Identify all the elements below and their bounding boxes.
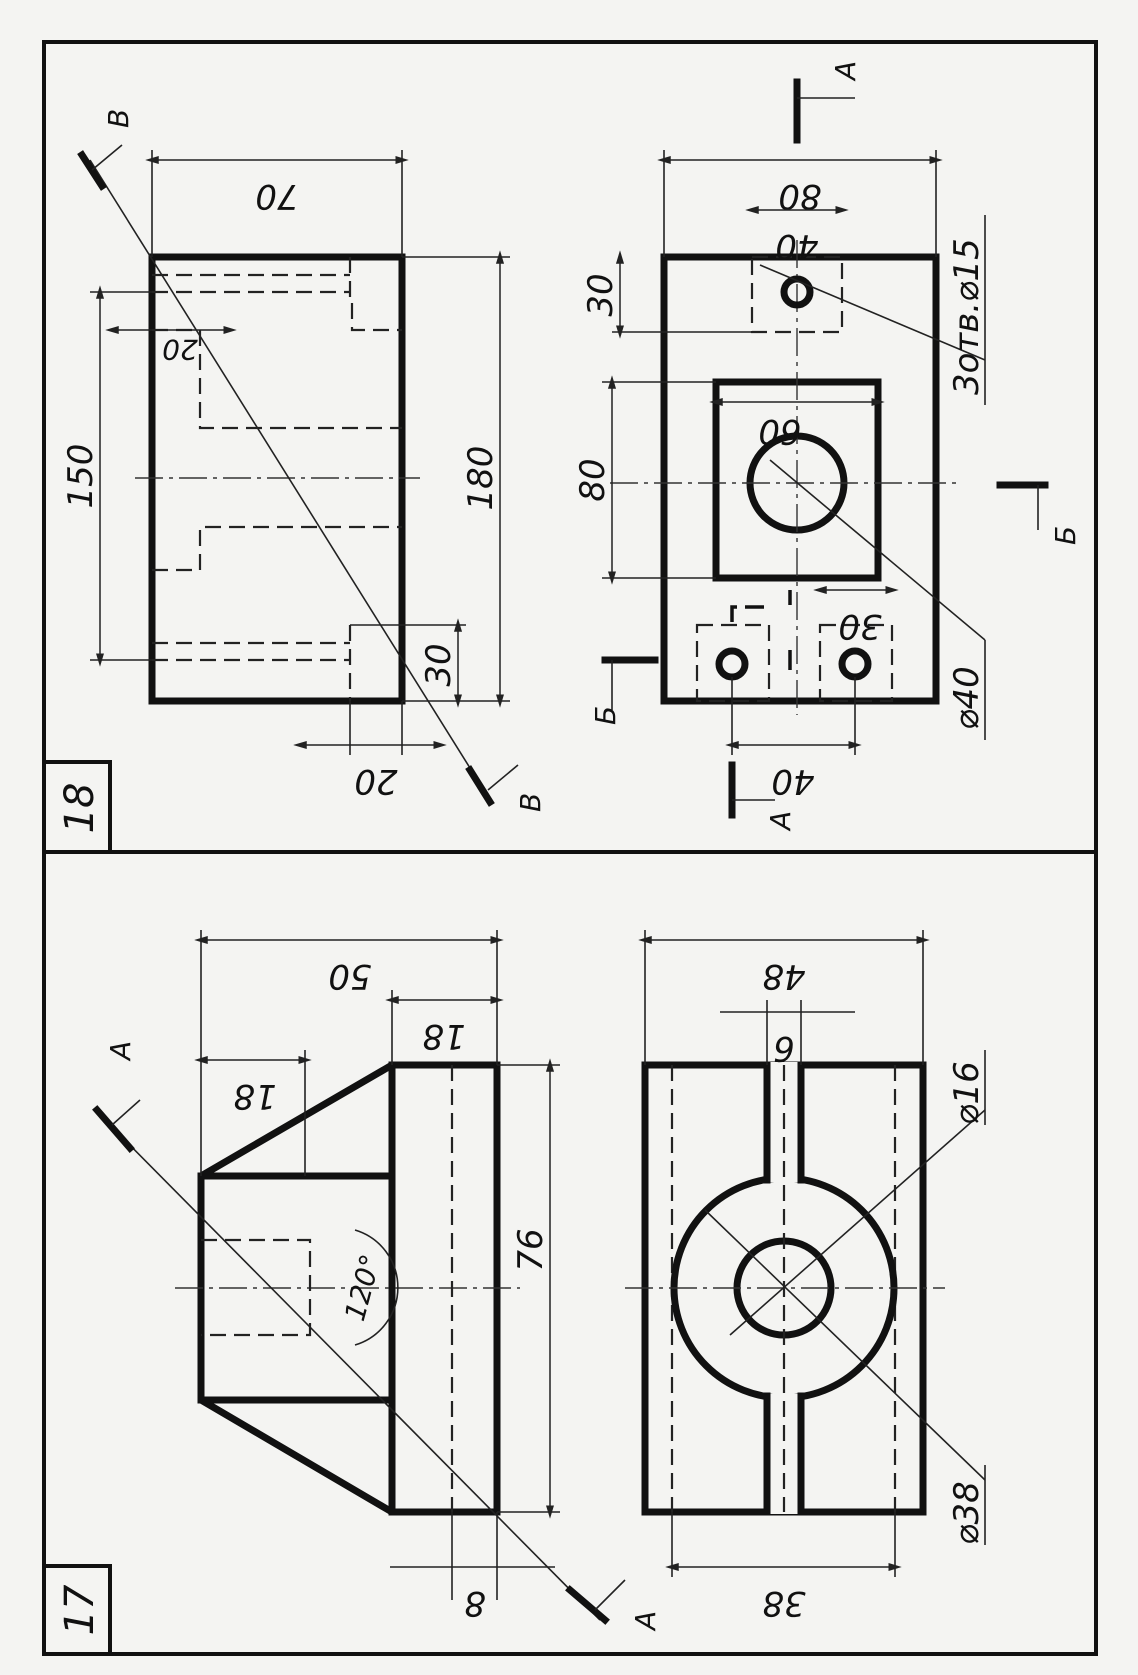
section-arrow (111, 1099, 141, 1126)
panel-18-number-box (42, 760, 112, 854)
dim-70: 70 (255, 176, 298, 216)
section-label-a-top: А (829, 61, 862, 82)
section-arrow (91, 144, 123, 171)
angle-arc (354, 1229, 399, 1346)
section-mark-v-bottom (465, 765, 495, 807)
leader-line (704, 1209, 986, 1481)
leader-line (769, 459, 986, 641)
dim-50: 50 (328, 956, 371, 996)
section-mark-a (565, 1585, 610, 1625)
section-label-v-top: В (102, 109, 135, 128)
section-step (730, 605, 764, 622)
p18-side-view-outline (148, 253, 406, 705)
dim-40-bottom: 40 (771, 761, 814, 801)
section-label-a-bottom: A (629, 1611, 662, 1632)
dim-6: 6 (773, 1028, 795, 1068)
hidden-line (695, 623, 771, 703)
dim-diam-40: ⌀40 (947, 666, 987, 730)
leader-line (759, 264, 986, 361)
dim-20-top: 20 (162, 333, 198, 366)
hidden-line (818, 623, 894, 703)
dim-30-plan: 30 (838, 606, 881, 646)
p18-hole-15 (838, 647, 872, 681)
angle-120: 120° (338, 1251, 387, 1325)
dim-150: 150 (61, 444, 101, 509)
hidden-line (201, 1238, 312, 1337)
dim-18-left: 18 (233, 1076, 276, 1116)
dim-18-right: 18 (422, 1016, 465, 1056)
panel-18-number: 18 (57, 783, 103, 834)
section-line-v (89, 159, 491, 801)
p18-plan-view-outline (660, 253, 940, 705)
panel-17-number: 17 (57, 1584, 103, 1635)
hidden-line (152, 525, 402, 572)
section-mark-a (92, 1105, 135, 1153)
hidden-line (348, 257, 402, 332)
dim-diam-38: ⌀38 (947, 1481, 987, 1545)
section-label-a-top: A (104, 1041, 137, 1062)
section-label-a-bottom: А (764, 811, 797, 832)
panel-17: 120° A A 50 18 18 76 8 (92, 930, 987, 1632)
dim-8: 8 (464, 1583, 486, 1623)
dim-38: 38 (762, 1583, 805, 1623)
section-label-b-right: Б (1049, 526, 1082, 545)
dim-48: 48 (762, 956, 805, 996)
section-mark-v-top (77, 150, 107, 191)
hidden-line (750, 255, 844, 334)
p18-hole-15 (780, 275, 814, 309)
section-label-b-left: Б (589, 706, 622, 725)
dim-30-left: 30 (419, 643, 459, 686)
section-arrow (487, 764, 519, 791)
dim-40-top: 40 (775, 226, 818, 266)
panel-17-number-box (42, 1564, 112, 1656)
p18-hole-15 (715, 647, 749, 681)
dim-180: 180 (461, 446, 501, 511)
dim-80-left: 80 (573, 458, 613, 501)
panel-18: В В 70 150 20 180 30 20 (61, 61, 1082, 832)
dim-20-bottom: 20 (354, 761, 397, 801)
dim-60: 60 (758, 411, 801, 451)
section-line-a (99, 1114, 601, 1621)
leader-line (729, 1109, 986, 1336)
dim-diam-16: ⌀16 (947, 1061, 987, 1125)
section-arrow (594, 1579, 626, 1611)
dim-30-top: 30 (581, 273, 621, 316)
dim-3-holes-15: 3отв.⌀15 (947, 238, 987, 395)
section-label-v-bottom: В (514, 793, 547, 812)
dim-76: 76 (511, 1228, 551, 1271)
